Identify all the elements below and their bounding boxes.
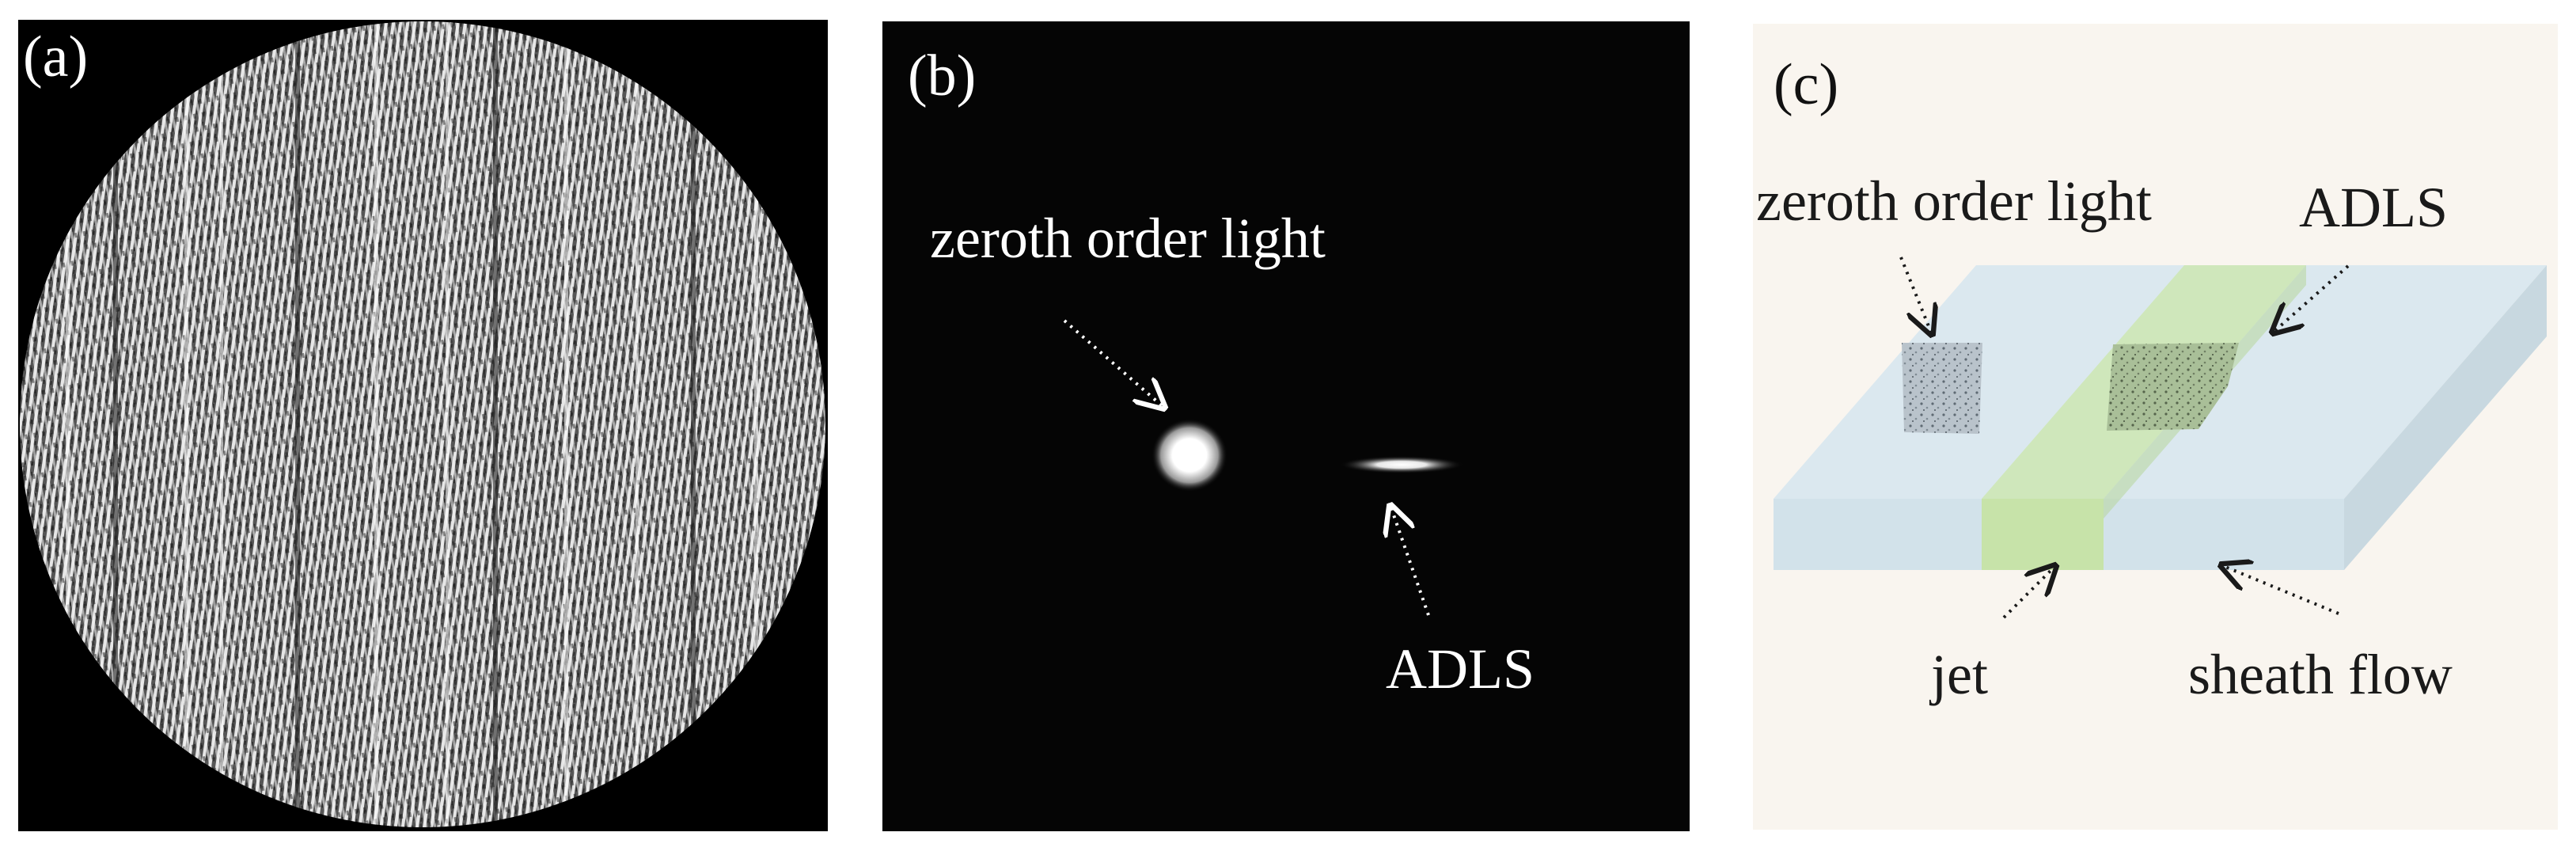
flow-diagram-graphic <box>1774 256 2547 619</box>
sheath-arrow <box>2221 565 2339 615</box>
zeroth-arrow-c <box>1899 256 1932 334</box>
annotation-adls: ADLS <box>1386 637 1535 701</box>
jet-arrow <box>2002 566 2055 619</box>
panel-label-c: (c) <box>1774 52 1839 117</box>
hologram-graphic <box>18 20 828 831</box>
zeroth-arrow <box>1063 319 1164 408</box>
annotation-sheath-flow: sheath flow <box>2188 643 2453 706</box>
sheath-side-face <box>2344 265 2547 570</box>
diffraction-graphic <box>1063 319 1463 616</box>
panel-b-diffraction: (b) zeroth order light ADLS <box>882 21 1690 831</box>
adls-arrow-c <box>2273 264 2350 332</box>
panel-a-hologram: (a) <box>18 20 828 831</box>
panel-c-flow-diagram: (c) zeroth order light ADLS jet sheath f… <box>1753 24 2558 830</box>
zeroth-order-speckle <box>1902 343 1982 434</box>
annotation-adls-c: ADLS <box>2299 176 2449 239</box>
jet-front-face <box>1982 499 2104 570</box>
panel-label-b: (b) <box>908 44 977 108</box>
adls-arrow <box>1390 506 1430 616</box>
annotation-zeroth-order-light-c: zeroth order light <box>1756 169 2152 233</box>
annotation-jet: jet <box>1931 643 1988 706</box>
adls-streak <box>1340 456 1463 473</box>
adls-speckle <box>2107 343 2239 431</box>
annotation-zeroth-order-light: zeroth order light <box>930 207 1326 270</box>
zeroth-order-spot <box>1151 419 1227 492</box>
panel-label-a: (a) <box>23 25 89 89</box>
